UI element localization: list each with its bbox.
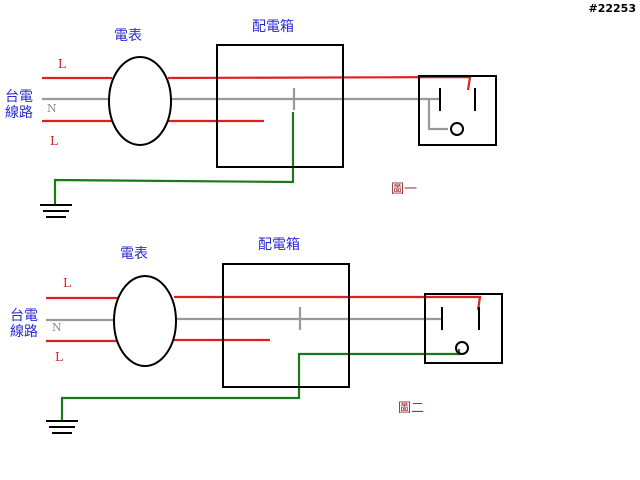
figure-label: 圖二	[398, 401, 424, 416]
live-top-label: L	[58, 57, 66, 71]
neutral-label: N	[47, 102, 57, 115]
wall-outlet	[424, 293, 503, 364]
electric-meter	[108, 56, 172, 146]
panel-label: 配電箱	[258, 237, 300, 253]
live-top-to-outlet-wire	[167, 75, 472, 91]
source-label-line1: 台電	[5, 89, 33, 105]
live-bottom-label: L	[50, 134, 58, 148]
live-bottom-label: L	[55, 350, 63, 364]
live-top-to-outlet-wire	[174, 295, 482, 311]
ground-wire	[53, 112, 295, 205]
distribution-panel	[216, 44, 344, 168]
image-id-watermark: #22253	[589, 2, 637, 15]
source-label-line2: 線路	[5, 105, 33, 121]
electric-meter	[113, 275, 177, 367]
figure-label: 圖一	[391, 182, 417, 197]
source-label-line2: 線路	[10, 324, 38, 340]
neutral-to-ground-pin-wire	[427, 99, 448, 131]
diagram-1: 電表 配電箱 台電 線路 L N L 圖一	[5, 19, 497, 218]
ground-symbol	[40, 204, 72, 218]
panel-label: 配電箱	[252, 19, 294, 35]
neutral-label: N	[52, 321, 62, 334]
ground-symbol	[46, 420, 78, 434]
meter-label: 電表	[114, 28, 142, 44]
live-top-label: L	[63, 276, 71, 290]
distribution-panel	[222, 263, 350, 388]
outlet-ground-hole	[450, 122, 464, 136]
wall-outlet	[418, 75, 497, 146]
diagram-2: 電表 配電箱 台電 線路 L N L 圖二	[10, 237, 503, 434]
outlet-ground-hole	[455, 341, 469, 355]
source-label-line1: 台電	[10, 308, 38, 324]
meter-label: 電表	[120, 246, 148, 262]
